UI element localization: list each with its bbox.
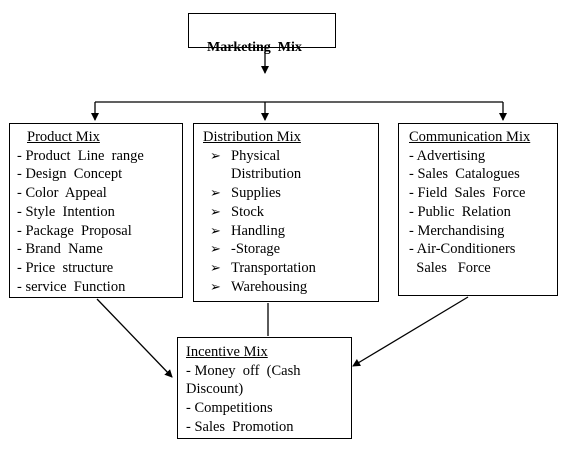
marketing-mix-title: Marketing Mix xyxy=(207,39,302,55)
communication-mix-box: Communication Mix - Advertising - Sales … xyxy=(398,123,558,296)
distribution-mix-item: ➢ Stock xyxy=(210,203,265,220)
incentive-mix-item: - Money off (Cash xyxy=(186,362,301,379)
communication-mix-item: Sales Force xyxy=(409,259,491,276)
product-mix-item: - Brand Name xyxy=(17,241,103,258)
arrow-bullet-icon: ➢ xyxy=(210,241,221,257)
communication-mix-list: - Advertising - Sales Catalogues - Field… xyxy=(409,147,557,278)
communication-mix-item: - Public Relation xyxy=(409,203,511,220)
product-mix-item: - Style Intention xyxy=(17,203,115,220)
distribution-mix-item: ➢ Handling xyxy=(210,222,285,239)
incentive-mix-list: - Money off (Cash Discount) - Competitio… xyxy=(186,362,351,437)
communication-mix-item: - Field Sales Force xyxy=(409,185,526,202)
communication-mix-item: - Sales Catalogues xyxy=(409,166,520,183)
marketing-mix-box: Marketing Mix xyxy=(188,13,336,55)
distribution-mix-item: ➢ -Storage xyxy=(210,241,281,258)
distribution-mix-list: ➢ Physical Distribution ➢ Supplies ➢ Sto… xyxy=(203,147,378,297)
incentive-mix-title: Incentive Mix xyxy=(186,344,268,360)
distribution-mix-item: ➢ Transportation xyxy=(210,259,316,276)
incentive-mix-box: Incentive Mix - Money off (Cash Discount… xyxy=(177,337,352,439)
distribution-mix-box: Distribution Mix ➢ Physical Distribution… xyxy=(193,123,379,302)
communication-mix-item: - Merchandising xyxy=(409,222,505,239)
incentive-mix-item-continued: Discount) xyxy=(186,381,244,398)
distribution-mix-item: ➢ Physical xyxy=(210,147,281,164)
communication-mix-item: - Advertising xyxy=(409,147,486,164)
product-mix-item: - Design Concept xyxy=(17,166,123,183)
arrow-product-to-incentive xyxy=(96,298,173,378)
arrow-bullet-icon: ➢ xyxy=(210,222,221,238)
product-mix-title: Product Mix xyxy=(27,129,100,145)
product-mix-item: - Product Line range xyxy=(17,147,144,164)
incentive-mix-item: - Competitions xyxy=(186,400,273,417)
distribution-mix-title: Distribution Mix xyxy=(203,129,301,145)
product-mix-box: Product Mix - Product Line range - Desig… xyxy=(9,123,183,298)
product-mix-item: - Color Appeal xyxy=(17,185,107,202)
product-mix-item: - Package Proposal xyxy=(17,222,132,239)
arrow-bullet-icon: ➢ xyxy=(210,278,221,294)
distribution-mix-item-continued: Distribution xyxy=(231,166,302,183)
arrow-bullet-icon: ➢ xyxy=(210,259,221,275)
distribution-mix-item: ➢ Warehousing xyxy=(210,278,308,295)
communication-mix-title: Communication Mix xyxy=(409,129,531,145)
product-mix-list: - Product Line range - Design Concept - … xyxy=(17,147,182,297)
communication-mix-item: - Air-Conditioners xyxy=(409,241,516,258)
arrow-bullet-icon: ➢ xyxy=(210,147,221,163)
arrow-communication-to-incentive xyxy=(352,296,469,367)
incentive-mix-item: - Sales Promotion xyxy=(186,418,294,435)
product-mix-item: - Price structure xyxy=(17,259,114,276)
arrow-bullet-icon: ➢ xyxy=(210,203,221,219)
distribution-mix-item: ➢ Supplies xyxy=(210,185,281,202)
arrow-bullet-icon: ➢ xyxy=(210,185,221,201)
product-mix-item: - service Function xyxy=(17,278,126,295)
